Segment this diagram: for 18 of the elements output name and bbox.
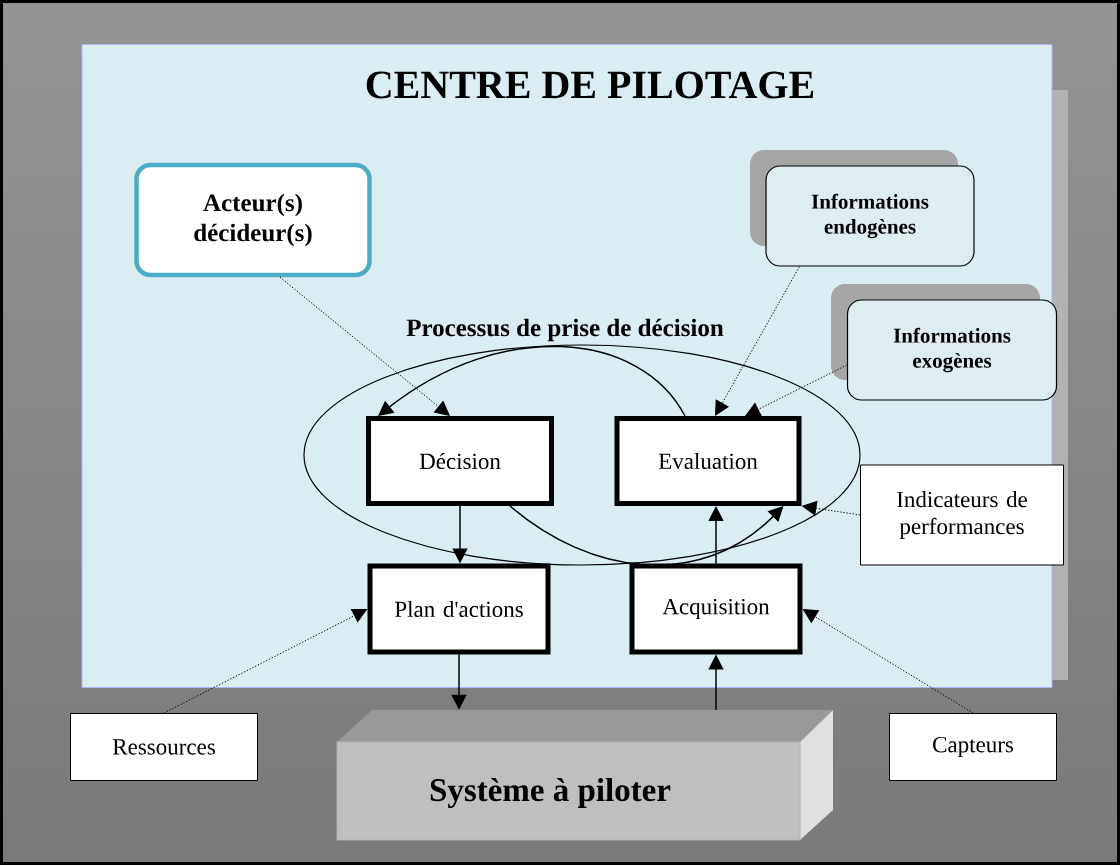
process-box: Evaluation	[614, 416, 802, 506]
arrow	[163, 609, 367, 714]
rounded-box: Informations exogènes	[831, 284, 1058, 401]
system-block: Système à piloter	[336, 710, 833, 841]
process-box: Acquisition	[629, 563, 803, 655]
arrow	[802, 609, 974, 714]
arrow	[802, 500, 861, 516]
process-box: Plan d'actions	[367, 563, 551, 655]
arrow	[708, 506, 724, 565]
arrow	[279, 276, 450, 416]
arrow	[715, 266, 800, 416]
text-box: Capteurs	[889, 713, 1057, 781]
process-box: Décision	[366, 416, 554, 506]
rounded-box: Informations endogènes	[750, 150, 975, 267]
arrow	[378, 345, 686, 417]
rounded-box: Acteur(s) décideur(s)	[134, 162, 372, 278]
arrow	[509, 505, 784, 566]
text-box: Ressources	[70, 713, 258, 781]
